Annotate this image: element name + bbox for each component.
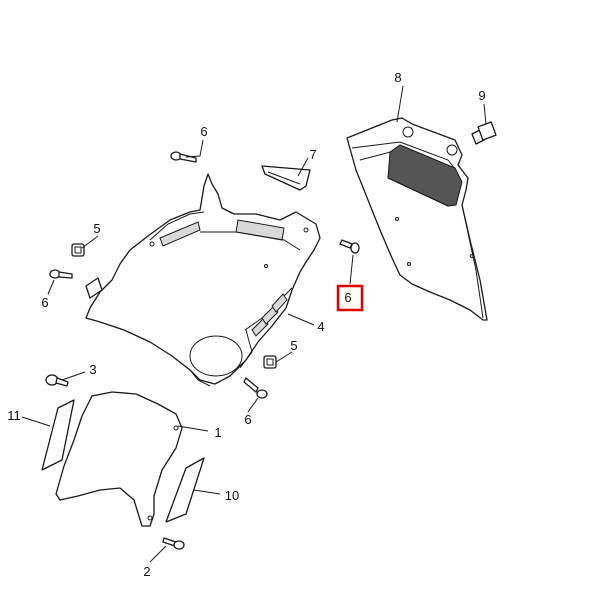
part-5-clip-lower: [263, 355, 277, 369]
part-10-strip-right: [165, 457, 205, 523]
part-8-side-panel: [346, 117, 488, 321]
part-9-bolt: [471, 121, 497, 145]
callout-9: 9: [478, 88, 485, 103]
callout-6-right: 6: [344, 290, 351, 305]
callout-3: 3: [89, 362, 96, 377]
leader-lines: [21, 85, 487, 563]
callout-5-upper: 5: [93, 221, 100, 236]
callout-5-lower: 5: [290, 338, 297, 353]
part-6-screw-right: [339, 239, 360, 254]
callout-1: 1: [214, 425, 221, 440]
part-5-clip-upper: [71, 243, 85, 257]
callout-6-top: 6: [200, 124, 207, 139]
part-1-windscreen: [55, 391, 183, 527]
highlight-box: [336, 284, 364, 312]
callout-4: 4: [317, 319, 324, 334]
callout-6-left: 6: [41, 295, 48, 310]
callout-6-bottom: 6: [244, 412, 251, 427]
part-6-screw-left: [49, 269, 73, 279]
callout-2: 2: [143, 564, 150, 579]
part-2-screw: [162, 537, 185, 550]
part-3-screw: [45, 374, 69, 387]
callout-8: 8: [394, 70, 401, 85]
callout-7: 7: [309, 147, 316, 162]
part-7-plate: [261, 165, 311, 191]
part-11-strip-left: [41, 399, 75, 471]
callout-11: 11: [7, 408, 21, 423]
part-4-inner-fairing: [85, 173, 321, 387]
callout-10: 10: [225, 488, 239, 503]
part-6-screw-bottom: [243, 377, 268, 399]
